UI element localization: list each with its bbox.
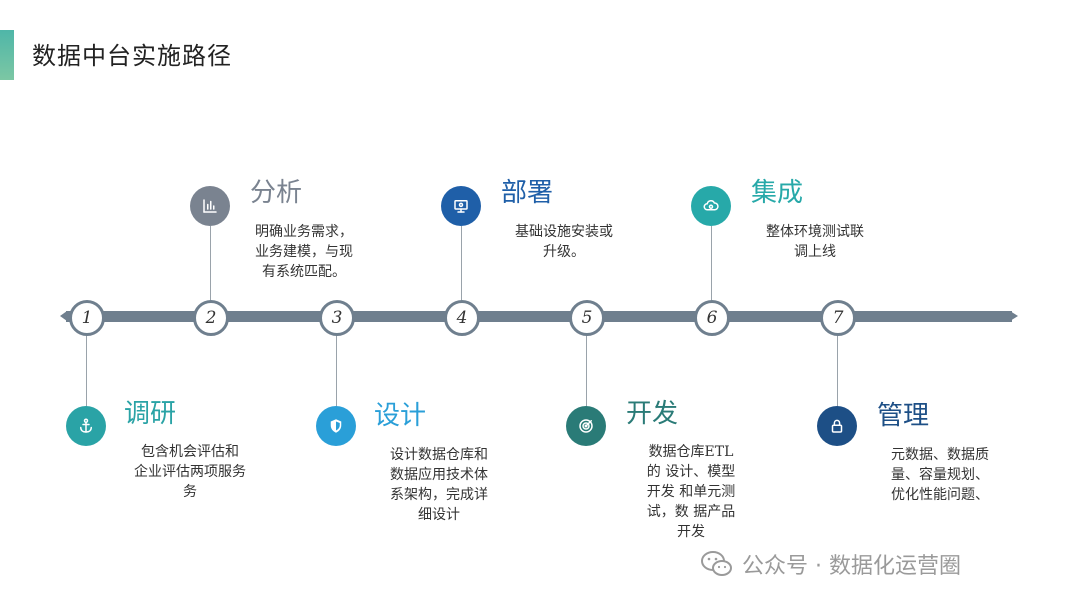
step-analysis-title: 分析: [250, 178, 303, 208]
connector-1: [86, 334, 87, 408]
step-deploy-badge: [441, 186, 481, 226]
step-integrate-desc-line: 整体环境测试联: [766, 224, 864, 240]
step-deploy-title: 部署: [501, 178, 554, 208]
anchor-icon: [80, 418, 92, 433]
timeline-bar: [66, 311, 1012, 322]
step-design-desc-line: 设计数据仓库和: [390, 447, 488, 463]
step-develop-title: 开发: [626, 399, 679, 429]
step-manage-desc: 元数据、数据质 量、容量规划、 优化性能问题、: [876, 445, 1004, 505]
page-title: 数据中台实施路径: [32, 42, 232, 70]
step-research-desc: 包含机会评估和 企业评估两项服务 务: [128, 442, 252, 502]
wechat-icon: [701, 551, 732, 576]
step-design-desc-line: 数据应用技术体: [390, 467, 488, 483]
step-integrate-desc: 整体环境测试联 调上线: [752, 222, 878, 262]
step-manage-desc-line: 量、容量规划、: [891, 467, 989, 483]
step-deploy-desc-line: 基础设施安装或: [515, 224, 613, 240]
step-design-desc-line: 细设计: [418, 507, 460, 523]
watermark: 公众号 · 数据化运营圈: [700, 548, 961, 580]
step-manage-desc-line: 优化性能问题、: [891, 487, 989, 503]
bar-chart-icon: [203, 199, 217, 213]
step-develop-desc-line: 数据仓库ETL: [648, 444, 734, 460]
step-analysis-desc: 明确业务需求， 业务建模，与现 有系统匹配。: [240, 222, 368, 282]
timeline-arrow-head: [1010, 311, 1018, 321]
timeline-node-1: 1: [69, 300, 105, 336]
title-accent-bar: [0, 30, 14, 80]
step-research-badge: [66, 406, 106, 446]
step-integrate-desc-line: 调上线: [794, 244, 836, 260]
step-analysis-desc-line: 业务建模，与现: [255, 244, 353, 260]
step-design-title: 设计: [374, 401, 427, 431]
step-design-desc: 设计数据仓库和 数据应用技术体 系架构，完成详 细设计: [376, 445, 502, 525]
connector-6: [711, 226, 712, 302]
timeline-node-5: 5: [569, 300, 605, 336]
timeline-node-6: 6: [694, 300, 730, 336]
step-research-title: 调研: [124, 399, 177, 429]
gear-cloud-icon: [703, 200, 719, 211]
watermark-text: 公众号 · 数据化运营圈: [742, 554, 961, 579]
step-develop-badge: [566, 406, 606, 446]
timeline-node-4: 4: [444, 300, 480, 336]
step-deploy-desc-line: 升级。: [543, 244, 585, 260]
step-integrate-badge: [691, 186, 731, 226]
connector-3: [336, 334, 337, 408]
step-manage-desc-line: 元数据、数据质: [891, 447, 989, 463]
step-develop-desc-line: 试，数 据产品: [646, 504, 736, 520]
timeline-node-2: 2: [193, 300, 229, 336]
step-research-desc-line: 务: [183, 484, 197, 500]
step-analysis-desc-line: 有系统匹配。: [262, 264, 346, 280]
step-manage-title: 管理: [877, 401, 930, 431]
step-research-desc-line: 包含机会评估和: [141, 444, 239, 460]
timeline-node-7: 7: [820, 300, 856, 336]
step-develop-desc: 数据仓库ETL 的 设计、模型 开发 和单元测 试，数 据产品 开发: [628, 442, 754, 542]
lock-icon: [831, 419, 843, 433]
step-integrate-title: 集成: [751, 178, 804, 208]
step-research-desc-line: 企业评估两项服务: [134, 464, 246, 480]
presentation-icon: [454, 200, 468, 213]
connector-5: [586, 334, 587, 408]
step-analysis-desc-line: 明确业务需求，: [255, 224, 353, 240]
step-develop-desc-line: 开发: [677, 524, 705, 540]
connector-7: [837, 334, 838, 408]
connector-4: [461, 226, 462, 302]
step-analysis-badge: [190, 186, 230, 226]
step-develop-desc-line: 开发 和单元测: [646, 484, 736, 500]
connector-2: [210, 226, 211, 302]
timeline-node-3: 3: [319, 300, 355, 336]
step-design-badge: [316, 406, 356, 446]
shield-icon: [330, 419, 342, 433]
step-manage-badge: [817, 406, 857, 446]
step-develop-desc-line: 的 设计、模型: [646, 464, 736, 480]
target-icon: [579, 419, 593, 433]
step-deploy-desc: 基础设施安装或 升级。: [500, 222, 628, 262]
timeline-tail: [60, 311, 67, 321]
step-design-desc-line: 系架构，完成详: [390, 487, 488, 503]
